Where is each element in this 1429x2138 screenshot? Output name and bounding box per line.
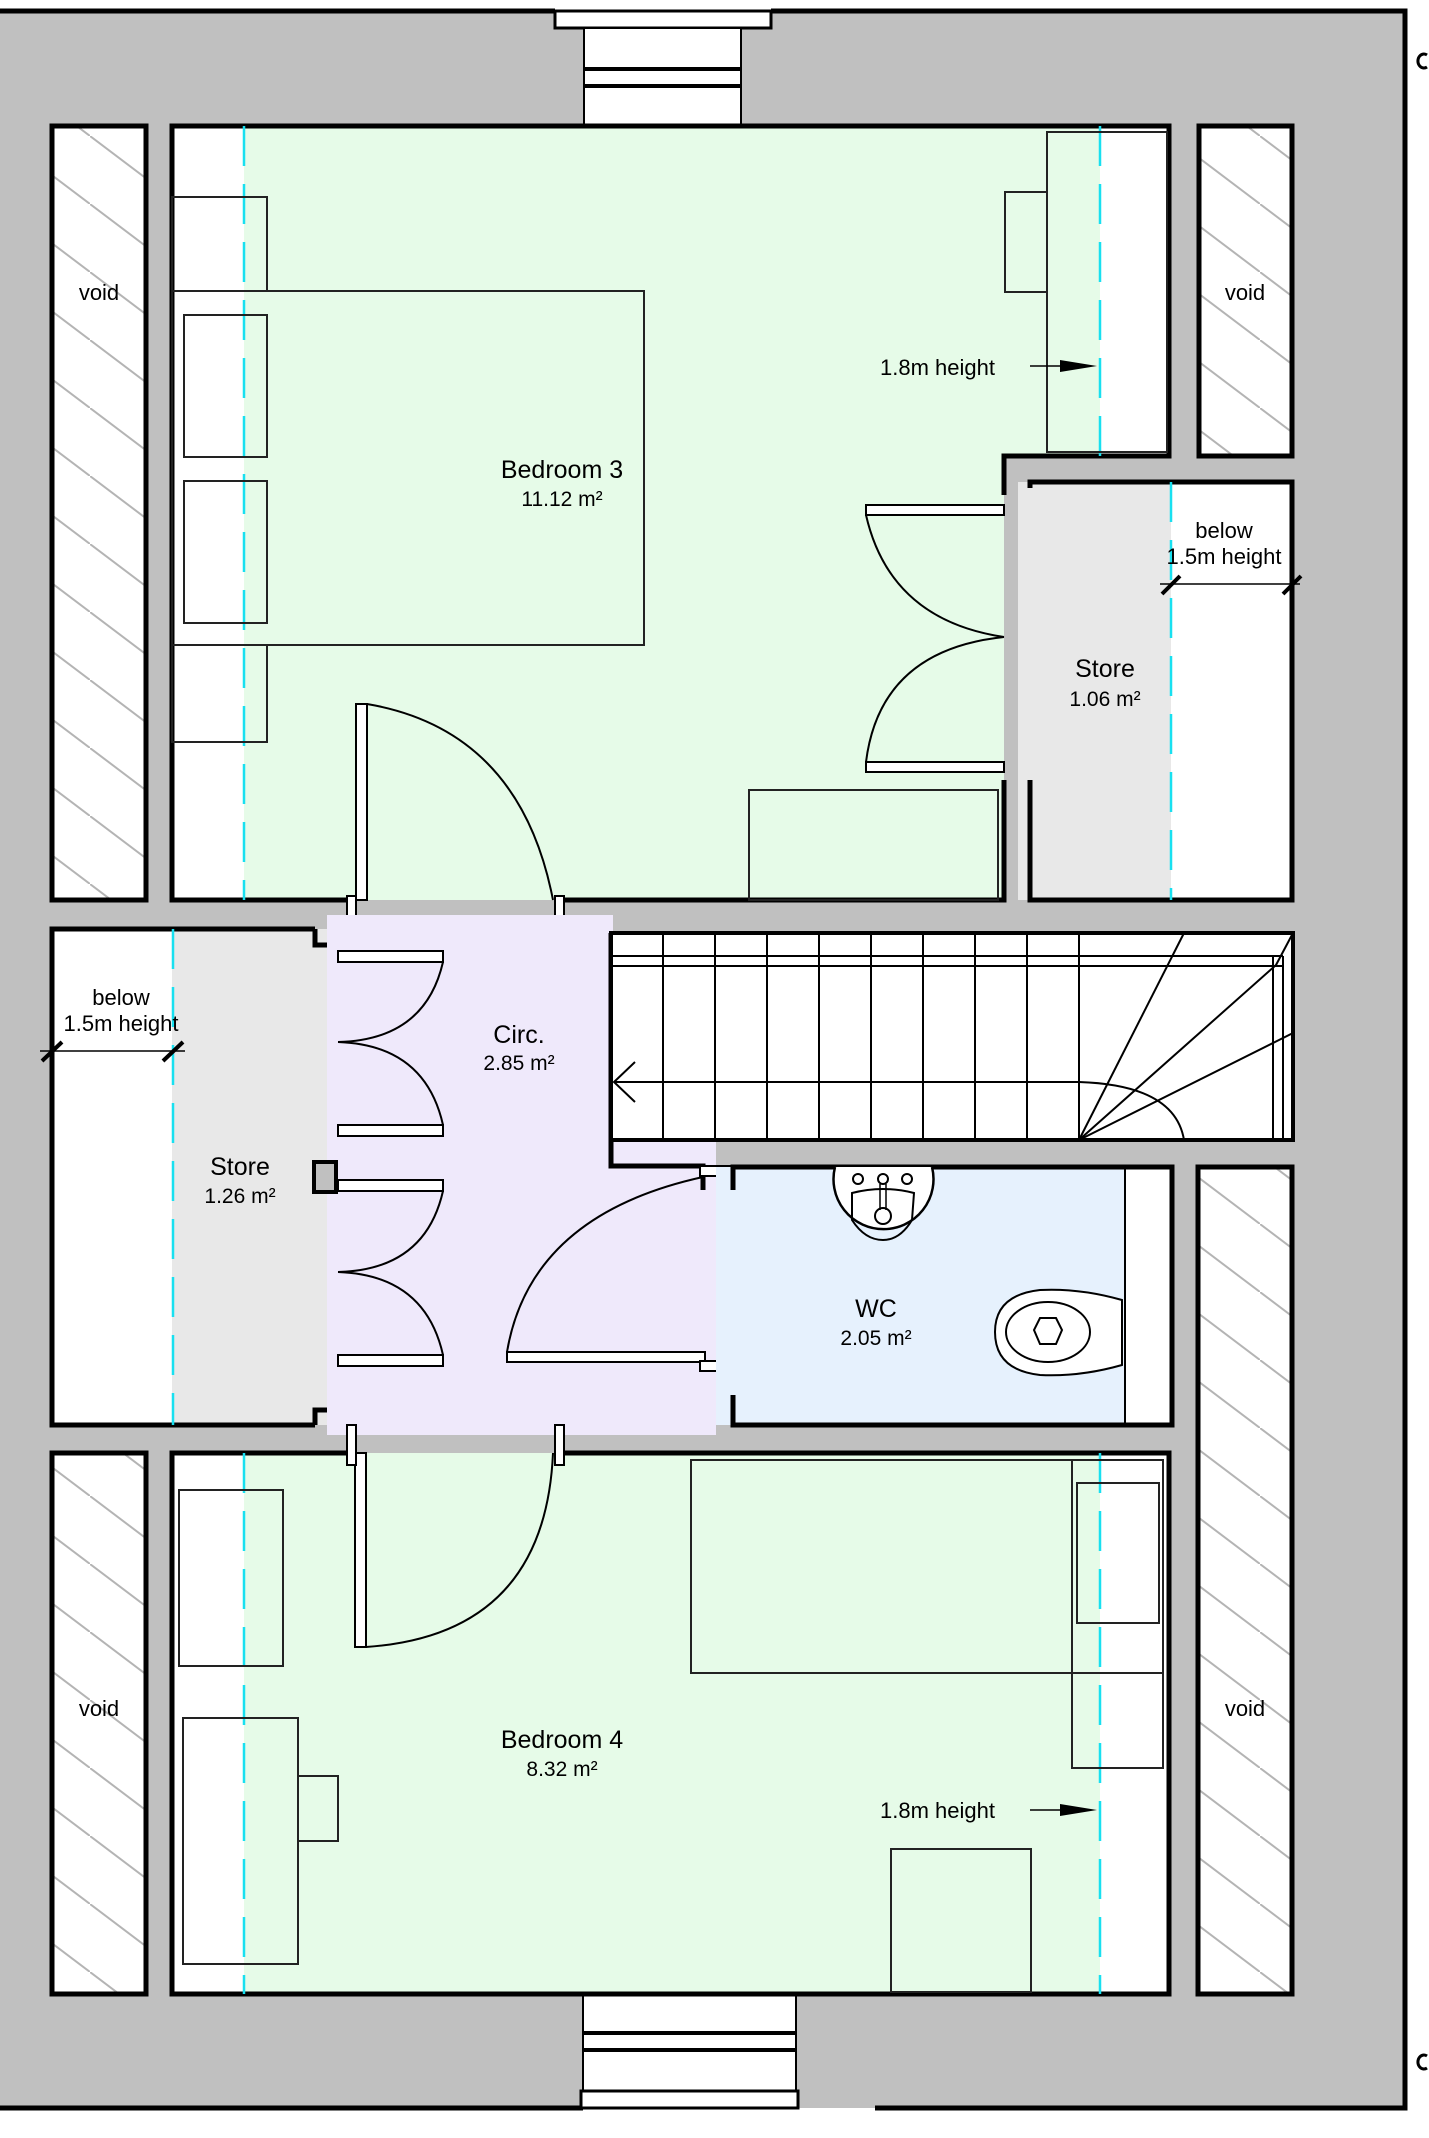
void-top-left: void	[49, 123, 149, 903]
room-store-left[interactable]: Store 1.26 m² below 1.5m height	[40, 926, 338, 1428]
chest-of-drawers	[748, 789, 999, 901]
room-name: Circ.	[493, 1021, 544, 1049]
void-bottom-right: void	[1195, 1164, 1295, 1997]
stair-direction-line	[614, 1081, 1185, 1141]
room-area: 2.05 m²	[840, 1327, 911, 1350]
chest-of-drawers	[890, 1848, 1032, 1993]
double-door-store-right[interactable]	[865, 504, 1005, 773]
height-annotation: 1.8m height	[880, 1798, 995, 1823]
room-name: Bedroom 4	[501, 1726, 623, 1754]
below-height-note: 1.5m height	[64, 1011, 179, 1036]
room-wc[interactable]: WC 2.05 m²	[716, 1164, 1175, 1428]
bedside-table	[1071, 1672, 1164, 1769]
chair	[297, 1775, 339, 1842]
window-top	[553, 9, 773, 126]
bedside-table	[171, 644, 268, 743]
section-marker-icon	[1416, 2053, 1428, 2071]
room-area: 2.85 m²	[483, 1052, 554, 1075]
arrow-right-icon	[1060, 1804, 1097, 1816]
room-name: Store	[210, 1153, 270, 1181]
void-label: void	[1225, 280, 1265, 305]
void-label: void	[79, 1696, 119, 1721]
height-annotation: 1.8m height	[880, 355, 995, 380]
below-height-note: 1.5m height	[1167, 544, 1282, 569]
void-label: void	[1225, 1696, 1265, 1721]
pillow	[183, 480, 268, 624]
window-bottom	[579, 1993, 800, 2110]
room-name: Bedroom 3	[501, 456, 623, 484]
arrow-right-icon	[1060, 360, 1097, 372]
room-store-right[interactable]: Store 1.06 m² below 1.5m height	[1018, 479, 1303, 903]
double-door-store-left-lower[interactable]	[337, 1179, 444, 1367]
pillow	[183, 314, 268, 458]
chair	[1004, 191, 1048, 293]
void-top-right: void	[1196, 123, 1295, 459]
room-area: 11.12 m²	[521, 488, 602, 511]
room-bedroom-3[interactable]: Bedroom 3 11.12 m² 1.8m height	[169, 123, 1172, 903]
double-bed	[171, 290, 645, 646]
void-label: void	[79, 280, 119, 305]
staircase[interactable]	[609, 931, 1295, 1142]
room-area: 8.32 m²	[526, 1758, 597, 1781]
outer-wall-right	[771, 8, 1408, 2111]
void-bottom-left: void	[49, 1450, 149, 1997]
below-height-note: below	[1195, 518, 1253, 543]
wall-segment	[312, 1407, 327, 1425]
washbasin	[832, 1166, 935, 1242]
room-area: 1.06 m²	[1069, 688, 1140, 711]
room-circulation[interactable]: Circ. 2.85 m²	[327, 915, 716, 1435]
room-name: Store	[1075, 655, 1135, 683]
door-bedroom-4[interactable]	[346, 1424, 565, 1648]
double-door-store-left-upper[interactable]	[337, 950, 444, 1137]
bedside-table	[171, 196, 268, 292]
toilet	[993, 1288, 1123, 1377]
room-bedroom-4[interactable]: Bedroom 4 8.32 m² 1.8m height	[169, 1450, 1172, 1997]
wardrobe	[178, 1489, 284, 1667]
room-area: 1.26 m²	[204, 1185, 275, 1208]
wall-segment	[312, 929, 327, 948]
below-height-note: below	[92, 985, 150, 1010]
pillow	[1076, 1482, 1160, 1624]
arrow-left-icon	[612, 1061, 636, 1103]
section-marker-icon	[1416, 52, 1428, 70]
room-name: WC	[855, 1295, 897, 1323]
